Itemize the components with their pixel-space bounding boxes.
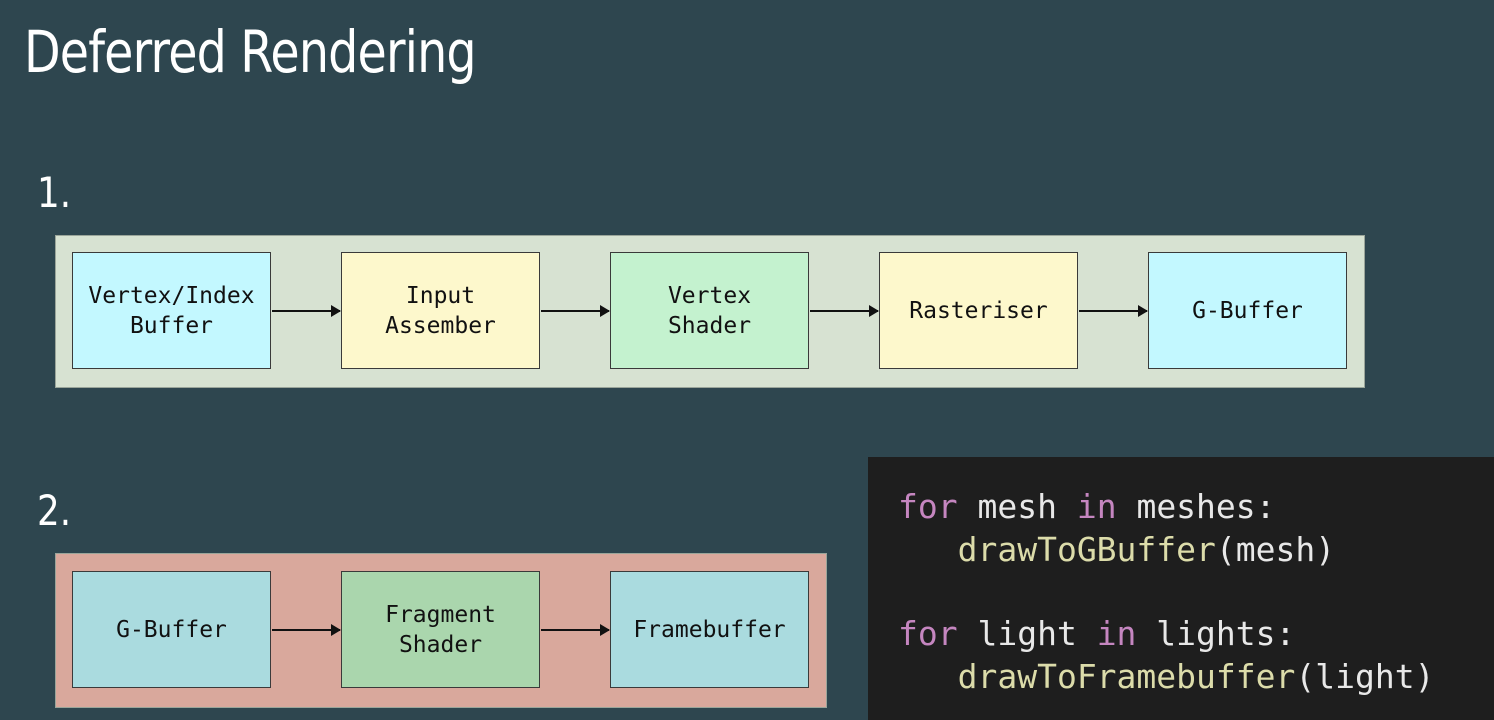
code-line-4: drawToFramebuffer(light) (898, 657, 1435, 696)
node-vertex-index-buffer: Vertex/Index Buffer (72, 252, 271, 369)
node-rasteriser: Rasteriser (879, 252, 1078, 369)
code-line-1: for mesh in meshes: (898, 487, 1276, 526)
step-1-label: 1. (37, 168, 72, 217)
node-input-assembler: Input Assember (341, 252, 540, 369)
code-indent (898, 530, 958, 569)
arrow-6 (541, 624, 610, 636)
arrow-3 (810, 305, 879, 317)
keyword: for (898, 614, 958, 653)
node-g-buffer: G-Buffer (1148, 252, 1347, 369)
arrow-5 (272, 624, 341, 636)
code-text: meshes: (1116, 487, 1276, 526)
code-line-2: drawToGBuffer(mesh) (898, 530, 1336, 569)
arrow-1 (272, 305, 341, 317)
function-name: drawToFramebuffer (957, 657, 1296, 696)
arrow-2 (541, 305, 610, 317)
node-fragment-shader: Fragment Shader (341, 571, 540, 688)
code-text: (mesh) (1215, 530, 1336, 569)
node-g-buffer-2: G-Buffer (72, 571, 271, 688)
page-title: Deferred Rendering (24, 18, 477, 86)
function-name: drawToGBuffer (957, 530, 1216, 569)
code-line-3: for light in lights: (898, 614, 1295, 653)
code-text: lights: (1136, 614, 1296, 653)
step-2-label: 2. (37, 486, 72, 535)
keyword: in (1076, 487, 1117, 526)
code-block: for mesh in meshes: drawToGBuffer(mesh) … (868, 457, 1494, 720)
node-vertex-shader: Vertex Shader (610, 252, 809, 369)
code-text: light (957, 614, 1097, 653)
keyword: in (1096, 614, 1137, 653)
code-text: (light) (1295, 657, 1435, 696)
code-indent (898, 657, 958, 696)
node-framebuffer: Framebuffer (610, 571, 809, 688)
arrow-4 (1079, 305, 1148, 317)
keyword: for (898, 487, 958, 526)
code-text: mesh (957, 487, 1077, 526)
